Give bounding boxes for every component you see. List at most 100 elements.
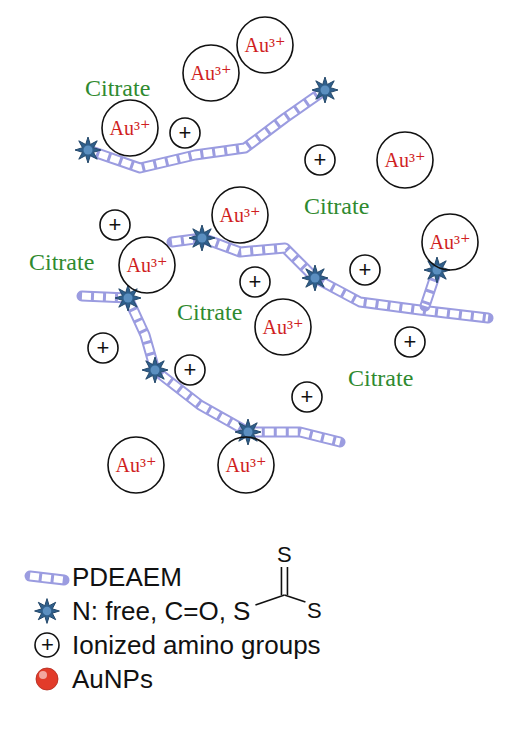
ionized-amino-circle: + (291, 381, 323, 413)
functional-group-star (302, 265, 328, 291)
ion-label: Au³⁺ (110, 118, 151, 138)
legend-text: AuNPs (72, 666, 153, 692)
charge-label: + (314, 149, 327, 171)
star-core (124, 294, 133, 303)
double-bond (287, 567, 289, 595)
pdeaem-chain (88, 90, 325, 168)
legend-charge-label: + (41, 634, 54, 656)
functional-group-star (75, 137, 101, 163)
ionized-amino-circle: + (349, 254, 381, 286)
ionized-amino-circle: + (99, 209, 131, 241)
star-core (43, 607, 52, 616)
circle-stroke (255, 299, 311, 355)
citrate-label: Citrate (304, 194, 369, 218)
circle-stroke (377, 132, 433, 188)
circle-stroke (108, 437, 164, 493)
gold-ion-circle: Au³⁺ (254, 298, 312, 356)
single-bond (284, 595, 305, 602)
circle-stroke (170, 118, 200, 148)
ion-label: Au³⁺ (226, 455, 267, 475)
ion-label: Au³⁺ (191, 63, 232, 83)
legend-swatch (36, 668, 58, 690)
ion-label: Au³⁺ (430, 232, 471, 252)
gold-ion-circle: Au³⁺ (376, 131, 434, 189)
functional-group-star (312, 77, 338, 103)
circle-stroke (240, 267, 270, 297)
charge-label: + (249, 271, 262, 293)
pdeaem-chain-links (30, 576, 64, 580)
ion-label: Au³⁺ (127, 255, 168, 275)
citrate-label: Citrate (348, 366, 413, 390)
sulfur-atom: S (307, 600, 322, 622)
star-core (311, 274, 320, 283)
gold-ion-circle: Au³⁺ (118, 236, 176, 294)
charge-label: + (184, 359, 197, 381)
pdeaem-chain-links (82, 296, 340, 442)
charge-label: + (109, 214, 122, 236)
circle-stroke (212, 187, 268, 243)
circle-stroke (183, 45, 239, 101)
circle-stroke (350, 255, 380, 285)
double-bond (281, 567, 283, 595)
gold-ion-circle: Au³⁺ (421, 213, 479, 271)
circle-stroke (119, 237, 175, 293)
ion-label: Au³⁺ (245, 35, 286, 55)
ion-label: Au³⁺ (385, 150, 426, 170)
gold-ion-circle: Au³⁺ (101, 99, 159, 157)
circle-stroke (292, 382, 322, 412)
ion-label: Au³⁺ (116, 455, 157, 475)
charge-label: + (301, 386, 314, 408)
gold-ion-circle: Au³⁺ (107, 436, 165, 494)
functional-group-star (35, 599, 60, 624)
ionized-amino-circle: + (174, 354, 206, 386)
circle-stroke (305, 145, 335, 175)
star-core (321, 86, 330, 95)
gold-ion-circle: Au³⁺ (211, 186, 269, 244)
ionized-amino-circle: + (169, 117, 201, 149)
citrate-label: Citrate (177, 300, 242, 324)
legend-text: N: free, C=O, S (72, 598, 250, 624)
legend-charge-circle (35, 633, 59, 657)
nanoparticle-swatch (36, 668, 58, 690)
charge-label: + (179, 122, 192, 144)
ionized-amino-circle: + (394, 326, 426, 358)
circle-stroke (237, 17, 293, 73)
star-core (84, 146, 93, 155)
circle-stroke (100, 210, 130, 240)
ionized-amino-circle: + (239, 266, 271, 298)
pdeaem-chain (82, 296, 340, 442)
star-core (151, 366, 160, 375)
circle-stroke (395, 327, 425, 357)
single-bond (255, 595, 284, 605)
charge-label: + (404, 331, 417, 353)
gold-ion-circle: Au³⁺ (236, 16, 294, 74)
legend-text: Ionized amino groups (72, 632, 321, 658)
gold-ion-circle: Au³⁺ (217, 436, 275, 494)
functional-group-star (235, 419, 261, 445)
star-core (198, 234, 207, 243)
pdeaem-chain (30, 576, 64, 580)
functional-group-star (115, 285, 141, 311)
charge-label: + (359, 259, 372, 281)
ionized-amino-circle: + (87, 332, 119, 364)
circle-stroke (175, 355, 205, 385)
legend-text: PDEAEM (72, 564, 182, 590)
pdeaem-chain-links (88, 90, 325, 168)
swatch-highlight (39, 671, 47, 679)
sulfur-atom: S (277, 544, 292, 566)
star-core (244, 428, 253, 437)
functional-group-star (189, 225, 215, 251)
ionized-amino-circle: + (304, 144, 336, 176)
ion-label: Au³⁺ (220, 205, 261, 225)
circle-stroke (88, 333, 118, 363)
charge-label: + (97, 337, 110, 359)
circle-stroke (422, 214, 478, 270)
ion-label: Au³⁺ (263, 317, 304, 337)
citrate-label: Citrate (29, 250, 94, 274)
gold-ion-circle: Au³⁺ (182, 44, 240, 102)
functional-group-star (142, 357, 168, 383)
circle-stroke (218, 437, 274, 493)
citrate-label: Citrate (85, 76, 150, 100)
circle-stroke (102, 100, 158, 156)
